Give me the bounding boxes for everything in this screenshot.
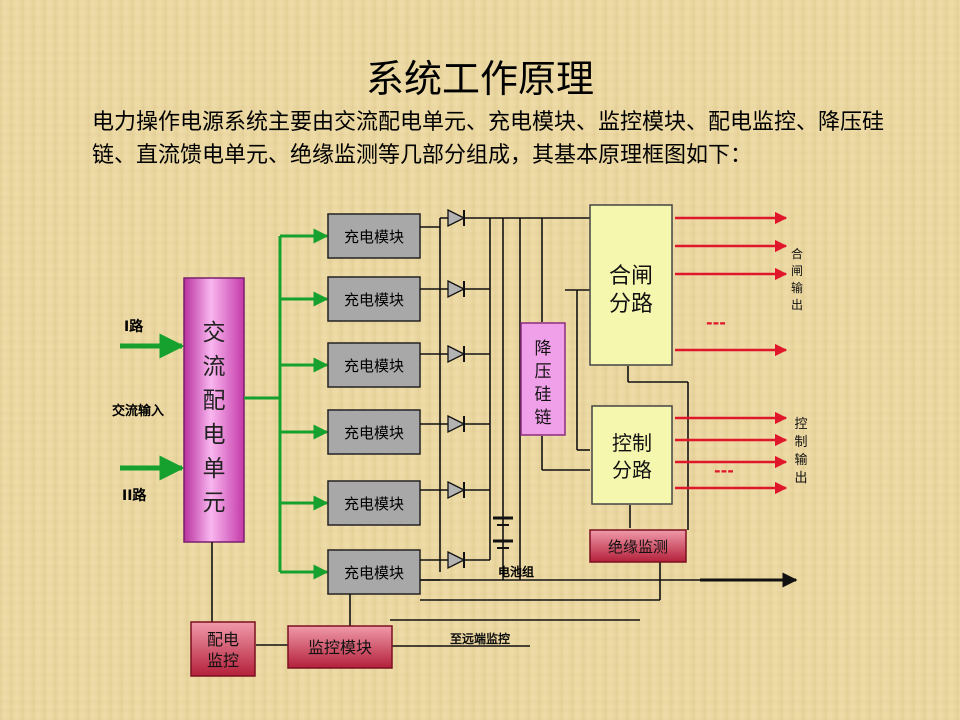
closing-branch	[589, 204, 673, 366]
svg-text:压: 压	[535, 362, 552, 382]
insulation-monitoring-label: 绝缘监测	[608, 538, 668, 556]
control-output-label: 控 制 输 出	[794, 417, 807, 486]
svg-text:元: 元	[203, 490, 226, 516]
svg-text:充电模块: 充电模块	[344, 564, 404, 582]
input-line-2-label: II路	[122, 487, 147, 504]
svg-text:闸: 闸	[791, 264, 803, 278]
svg-text:制: 制	[794, 435, 807, 450]
svg-text:出: 出	[794, 471, 807, 486]
charging-module-4	[327, 409, 421, 455]
control-branch-label-2: 分路	[612, 458, 652, 482]
monitoring-module	[287, 625, 393, 669]
svg-text:降: 降	[535, 339, 552, 359]
control-output-ellipsis: ---	[714, 461, 734, 480]
remote-monitoring-label: 至远端监控	[450, 631, 510, 646]
svg-text:输: 输	[794, 452, 807, 468]
ac-input-label: 交流输入	[112, 403, 164, 419]
svg-text:配: 配	[203, 388, 226, 414]
step-down-silicon-chain-label: 降 压 硅 链	[535, 339, 552, 428]
control-branch	[591, 405, 673, 505]
battery-pack-label: 电池组	[498, 564, 534, 579]
svg-text:电: 电	[203, 422, 226, 448]
charging-module-6	[327, 549, 421, 595]
ac-distribution-unit-label: 交 流 配 电 单 元	[203, 320, 226, 516]
control-output-arrows	[675, 411, 788, 495]
svg-text:单: 单	[203, 456, 226, 482]
svg-text:硅: 硅	[535, 385, 552, 405]
charging-module-1	[327, 213, 421, 259]
svg-text:出: 出	[791, 298, 803, 312]
closing-branch-label-2: 分路	[609, 292, 653, 317]
ac-input-arrows	[120, 333, 185, 481]
ac-bus-lines	[244, 236, 282, 572]
charging-module-5	[327, 480, 421, 526]
svg-text:充电模块: 充电模块	[344, 291, 404, 309]
monitoring-module-label: 监控模块	[308, 638, 372, 657]
control-branch-label-1: 控制	[612, 431, 652, 455]
svg-text:充电模块: 充电模块	[344, 495, 404, 513]
charging-module-labels: 充电模块 充电模块 充电模块 充电模块 充电模块 充电模块	[344, 228, 404, 582]
closing-output-label: 合 闸 输 出	[791, 246, 803, 312]
charging-modules	[327, 213, 421, 595]
svg-text:输: 输	[791, 280, 803, 295]
insulation-monitoring	[589, 529, 687, 563]
charging-module-3	[327, 342, 421, 388]
svg-text:充电模块: 充电模块	[344, 424, 404, 442]
distribution-monitoring-label-1: 配电	[207, 630, 239, 649]
svg-text:交: 交	[203, 320, 226, 346]
svg-text:合: 合	[791, 246, 803, 261]
page-title: 系统工作原理	[365, 57, 594, 101]
diodes	[447, 208, 466, 570]
svg-text:控: 控	[794, 417, 807, 432]
distribution-monitoring	[190, 621, 256, 677]
svg-text:充电模块: 充电模块	[344, 228, 404, 246]
step-down-silicon-chain	[520, 322, 566, 436]
svg-text:链: 链	[535, 408, 552, 428]
ac-distribution-unit	[183, 277, 245, 543]
input-line-1-label: I路	[124, 318, 144, 335]
svg-text:充电模块: 充电模块	[344, 357, 404, 375]
closing-branch-label-1: 合闸	[609, 264, 653, 289]
svg-text:流: 流	[203, 354, 226, 380]
distribution-monitoring-label-2: 监控	[207, 651, 239, 670]
closing-output-arrows	[675, 211, 788, 357]
battery-symbol	[493, 516, 513, 549]
closing-output-ellipsis: ---	[706, 313, 726, 332]
intro-paragraph: 电力操作电源系统主要由交流配电单元、充电模块、监控模块、配电监控、降压硅链、直流…	[92, 110, 885, 168]
module-feed-arrows	[280, 228, 329, 580]
charging-module-2	[327, 276, 421, 322]
